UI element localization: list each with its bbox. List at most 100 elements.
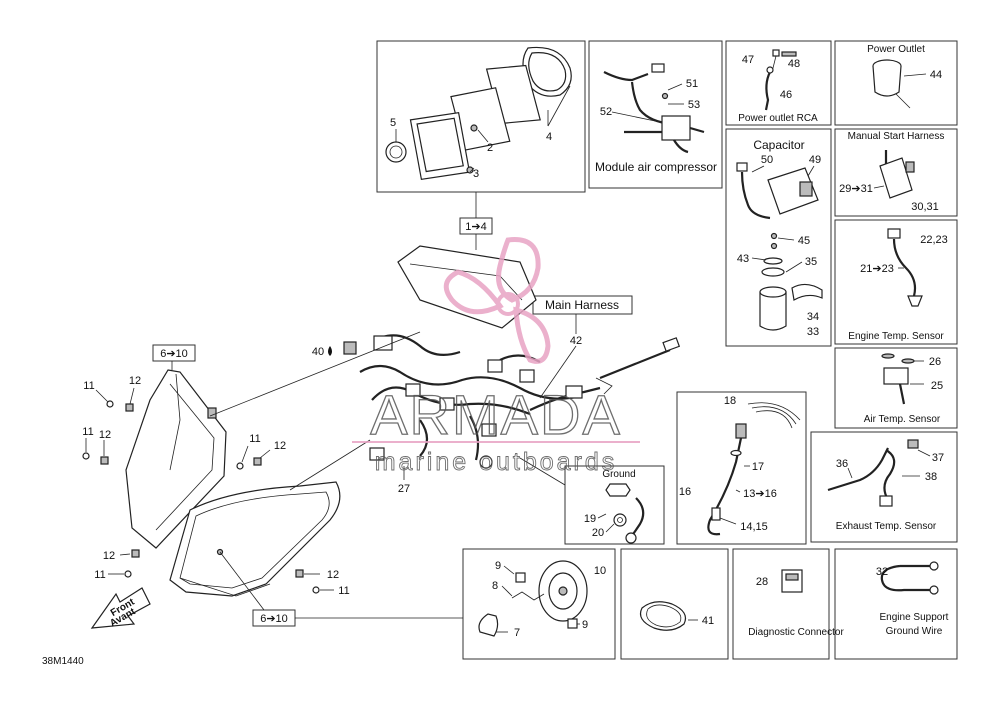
callout-16: 16 <box>679 486 691 498</box>
callout-27: 27 <box>398 483 410 495</box>
harness-block-3 <box>439 397 455 411</box>
leader-50 <box>751 165 765 173</box>
msh-plug <box>905 161 915 173</box>
nut-12c <box>253 457 262 466</box>
callout-21-23: 21➔23 <box>860 263 894 275</box>
watermark-propeller-blade-2 <box>443 269 504 315</box>
callout-46: 46 <box>780 89 792 101</box>
sensor-wire-panel <box>676 391 807 545</box>
air-compressor-group <box>603 63 705 154</box>
ground-washer <box>613 513 627 527</box>
callout-37: 37 <box>932 452 944 464</box>
ets-probe <box>907 295 923 307</box>
main-harness-label: Main Harness <box>545 298 619 312</box>
ground-wire-loop <box>880 564 930 592</box>
headlight-bulb <box>478 613 499 637</box>
ground-group <box>597 483 645 544</box>
leader-12d <box>119 553 131 556</box>
leader-37 <box>917 449 931 457</box>
leader-12a <box>129 387 135 405</box>
leader-36 <box>847 467 853 479</box>
callout-11a: 11 <box>83 380 94 392</box>
module-air-compressor-caption: Module air compressor <box>595 160 717 174</box>
callout-38: 38 <box>925 471 937 483</box>
ats-washer-2 <box>901 358 915 364</box>
screw-11e <box>312 586 320 594</box>
gauge-screw-2 <box>466 166 474 174</box>
ground-caption: Ground <box>602 469 635 480</box>
watermark: ARMADA marine outboards <box>352 237 640 476</box>
callout-45: 45 <box>798 235 810 247</box>
callout-42: 42 <box>570 335 582 347</box>
ets-plug <box>887 228 901 239</box>
leader-14-15 <box>719 517 737 525</box>
callout-9b: 9 <box>582 619 588 631</box>
sensor-oring <box>730 449 742 457</box>
gauge-parts-group <box>385 46 572 181</box>
harness-branch-4 <box>529 386 601 411</box>
callout-7: 7 <box>514 627 520 639</box>
cap-relay <box>799 181 813 197</box>
callout-33: 33 <box>807 326 819 338</box>
callout-3: 3 <box>473 168 479 180</box>
capacitor-group <box>736 162 823 331</box>
callout-51: 51 <box>686 78 698 90</box>
power-outlet-rca-group <box>764 49 797 111</box>
strap-panel <box>620 548 729 660</box>
screw-11b <box>82 452 90 460</box>
nut-12d <box>131 549 140 558</box>
callout-13-16: 13➔16 <box>743 488 777 500</box>
engine-temp-sensor-panel <box>834 219 958 345</box>
leader-3 <box>469 167 475 173</box>
callout-35: 35 <box>805 256 817 268</box>
bulb-small-1 <box>515 572 526 583</box>
harness-block-1 <box>373 335 393 351</box>
gauge-dial-inner <box>389 145 403 159</box>
housing-left-outer <box>125 369 227 549</box>
callout-5: 5 <box>390 117 396 129</box>
lens-outer <box>169 481 341 597</box>
harness-block-6 <box>481 423 497 437</box>
callout-32: 32 <box>876 566 888 578</box>
harness-diag-lead <box>599 348 671 380</box>
leader-housing-harness <box>209 331 421 417</box>
cap-screw-1 <box>770 232 778 240</box>
front-direction-arrow: Front Avant <box>90 587 151 629</box>
leader-44 <box>903 73 927 77</box>
callout-11b: 11 <box>82 426 93 438</box>
callout-43: 43 <box>737 253 749 265</box>
leader-11c <box>241 445 249 463</box>
power-outlet-group <box>872 59 927 109</box>
ats-body <box>883 367 909 385</box>
manual-start-harness-group <box>873 150 915 199</box>
drop-icon <box>328 346 332 356</box>
compressor-hose <box>603 71 673 126</box>
harness-diag-plug <box>662 337 681 352</box>
diag-connector-pins <box>785 573 799 581</box>
ground-nut <box>605 483 631 497</box>
screw-11a <box>106 400 114 408</box>
power-outlet-caption: Power Outlet <box>867 44 925 55</box>
capacitor-body <box>759 292 787 331</box>
housing-left-rib <box>169 373 181 471</box>
outlet-pin <box>895 93 911 109</box>
cap-wire <box>740 171 771 220</box>
callout-30-31: 30,31 <box>911 201 939 213</box>
sensor-nut <box>711 507 721 521</box>
coil-plug <box>735 423 747 439</box>
leader-11a <box>95 389 109 403</box>
ref-box-6-10-top <box>152 344 196 362</box>
watermark-propeller-blade-1 <box>496 237 541 303</box>
ground-wire-lug-2 <box>929 585 939 595</box>
gauge-seal-ring-inner <box>528 52 567 92</box>
callout-12a: 12 <box>129 375 141 387</box>
harness-block-2 <box>405 383 421 397</box>
capacitor-caption: Capacitor <box>753 138 804 152</box>
harness-trunk <box>359 364 581 400</box>
callout-4: 4 <box>546 131 552 143</box>
engine-support-caption-1: Engine Support <box>880 612 949 623</box>
headlight-lens <box>169 439 371 611</box>
callout-53: 53 <box>688 99 700 111</box>
compressor-plug <box>651 63 665 73</box>
